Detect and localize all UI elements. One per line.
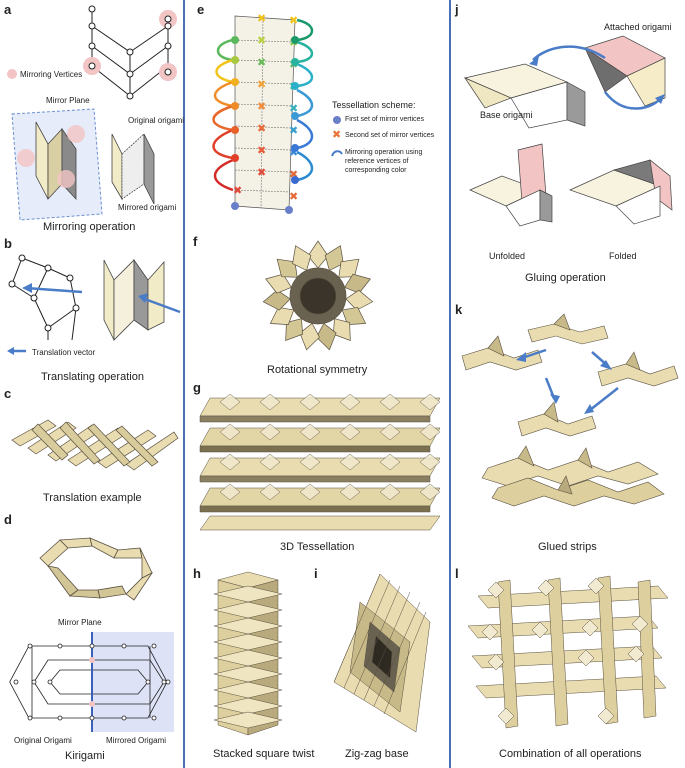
rotational-symmetry-ring <box>262 240 374 351</box>
gluing-folded <box>569 159 673 225</box>
panel-label-b: b <box>4 236 12 251</box>
stacked-square-twist <box>213 571 283 736</box>
caption-g: 3D Tessellation <box>280 541 355 553</box>
svg-text:✖: ✖ <box>289 124 298 137</box>
caption-b: Translating operation <box>41 371 144 383</box>
panel-label-l: l <box>455 566 459 581</box>
original-origami-label-a: Original origami <box>128 116 185 125</box>
folded-label: Folded <box>609 251 637 261</box>
second-set-icon: ✖ <box>332 128 342 141</box>
svg-text:✖: ✖ <box>289 14 298 27</box>
column-divider-left <box>183 0 185 768</box>
caption-i: Zig-zag base <box>345 748 409 760</box>
zig-zag-base <box>333 573 431 733</box>
panel-label-i: i <box>314 566 318 581</box>
caption-d: Kirigami <box>65 750 105 762</box>
caption-j: Gluing operation <box>525 272 606 284</box>
panel-label-h: h <box>193 566 201 581</box>
mirror-plane-label-a: Mirror Plane <box>46 96 90 105</box>
base-origami-label: Base origami <box>480 110 533 120</box>
panel-label-f: f <box>193 234 198 249</box>
second-set-legend: Second set of mirror vertices <box>345 132 435 139</box>
column-divider-right <box>449 0 451 768</box>
mirrored-origami-label-a: Mirrored origami <box>118 203 177 212</box>
caption-k: Glued strips <box>538 541 597 553</box>
mirrored-region <box>92 632 174 732</box>
gluing-diagram-top <box>463 35 666 129</box>
caption-h: Stacked square twist <box>213 748 315 760</box>
svg-text:✖: ✖ <box>257 122 266 135</box>
caption-f: Rotational symmetry <box>267 364 368 376</box>
panel-label-j: j <box>455 2 459 17</box>
mirroring-op-legend-arrow <box>331 150 343 157</box>
svg-text:✖: ✖ <box>257 166 266 179</box>
mirror-vertex-legend-dot <box>7 69 17 79</box>
mirrored-origami-label-d: Mirrored Origami <box>106 736 167 745</box>
caption-l: Combination of all operations <box>499 748 642 760</box>
mirror-vertex-legend: Mirroring Vertices <box>20 70 83 79</box>
mirroring-op-legend: Mirroring operation using reference vert… <box>345 149 423 174</box>
svg-text:✖: ✖ <box>257 78 266 91</box>
svg-text:✖: ✖ <box>257 34 266 47</box>
translation-vector-legend: Translation vector <box>32 348 96 357</box>
panel-label-g: g <box>193 380 201 395</box>
vertex-graph-a <box>83 5 177 100</box>
gluing-unfolded <box>469 143 553 227</box>
tessellation-scheme-diagram: ✖✖ ✖✖ ✖✖ ✖✖ ✖✖ ✖✖ ✖✖ ✖✖ ✖✖ <box>212 12 314 214</box>
tessellation-scheme-title: Tessellation scheme: <box>332 100 416 110</box>
first-set-legend: First set of mirror vertices <box>345 116 424 123</box>
combination-lattice <box>467 575 669 729</box>
mirror-plane-label-d: Mirror Plane <box>58 618 102 627</box>
svg-text:✖: ✖ <box>289 168 298 181</box>
glued-strips-diagram <box>461 313 679 507</box>
unfolded-label: Unfolded <box>489 251 526 261</box>
panel-label-a: a <box>4 2 12 17</box>
first-set-legend-dot <box>333 116 341 124</box>
translation-example-structure <box>11 419 179 471</box>
svg-text:✖: ✖ <box>289 190 298 203</box>
mirror-plane-origami <box>11 108 155 221</box>
svg-text:✖: ✖ <box>289 102 298 115</box>
caption-c: Translation example <box>43 492 142 504</box>
svg-text:✖: ✖ <box>289 146 298 159</box>
svg-text:✖: ✖ <box>233 184 242 197</box>
svg-text:✖: ✖ <box>257 144 266 157</box>
panel-label-c: c <box>4 386 12 401</box>
svg-text:✖: ✖ <box>257 100 266 113</box>
original-origami-label-d: Original Origami <box>14 736 72 745</box>
svg-text:✖: ✖ <box>257 12 266 25</box>
kirigami-3d <box>39 537 154 601</box>
3d-tessellation-block <box>199 393 441 531</box>
attached-origami-label: Attached origami <box>604 22 672 32</box>
kirigami-crease-pattern <box>9 632 171 732</box>
translation-vector-legend-arrow <box>7 347 26 355</box>
svg-text:✖: ✖ <box>257 56 266 69</box>
panel-label-e: e <box>197 2 205 17</box>
caption-a: Mirroring operation <box>43 221 136 233</box>
panel-label-d: d <box>4 512 12 527</box>
translation-graph <box>8 254 181 341</box>
panel-label-k: k <box>455 302 463 317</box>
